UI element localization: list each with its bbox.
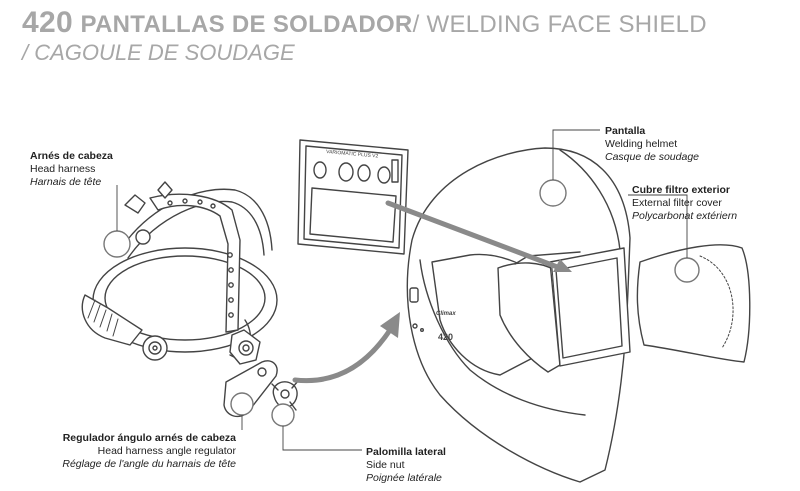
label-side-nut: Palomilla lateral Side nut Poignée latér… (366, 446, 446, 485)
helmet-brand-text: Climax (436, 311, 456, 317)
label-head-harness: Arnés de cabeza Head harness Harnais de … (30, 150, 113, 189)
label-head-harness-en: Head harness (30, 163, 96, 175)
label-shield-es: Pantalla (605, 125, 646, 137)
label-angle-regulator: Regulador ángulo arnés de cabeza Head ha… (62, 432, 236, 471)
side-nut-illustration (271, 380, 299, 427)
label-filter-cover: Cubre filtro exterior External filter co… (632, 184, 737, 223)
label-head-harness-es: Arnés de cabeza (30, 150, 113, 162)
label-filter-cover-en: External filter cover (632, 197, 722, 209)
angle-regulator-illustration (223, 360, 278, 418)
label-shield: Pantalla Welding helmet Casque de soudag… (605, 125, 699, 164)
page-title: 420 PANTALLAS DE SOLDADOR/ WELDING FACE … (22, 6, 707, 40)
label-angle-regulator-fr: Réglage de l'angle du harnais de tête (62, 458, 236, 470)
label-head-harness-fr: Harnais de tête (30, 176, 102, 188)
welding-helmet-illustration (406, 147, 631, 483)
label-side-nut-en: Side nut (366, 459, 405, 471)
label-side-nut-es: Palomilla lateral (366, 446, 446, 458)
title-number: 420 (22, 6, 73, 39)
title-spanish: PANTALLAS DE SOLDADOR (80, 11, 413, 38)
label-angle-regulator-en: Head harness angle regulator (97, 445, 236, 457)
title-english: / WELDING FACE SHIELD (412, 11, 707, 38)
helmet-model-text: 420 (438, 332, 453, 342)
label-angle-regulator-es: Regulador ángulo arnés de cabeza (62, 432, 236, 444)
filter-cartridge-illustration (297, 139, 409, 255)
filter-cover-illustration (636, 244, 751, 363)
label-filter-cover-fr: Polycarbonat extériern (632, 210, 738, 222)
filter-label-text: VARIOMATIC PLUS V2 (326, 149, 379, 160)
label-shield-en: Welding helmet (605, 138, 678, 150)
label-shield-fr: Casque de soudage (605, 151, 699, 163)
head-harness-illustration (81, 181, 278, 365)
label-filter-cover-es: Cubre filtro exterior (632, 184, 731, 196)
label-side-nut-fr: Poignée latérale (366, 472, 442, 484)
title-french: / CAGOULE DE SOUDAGE (22, 40, 295, 65)
